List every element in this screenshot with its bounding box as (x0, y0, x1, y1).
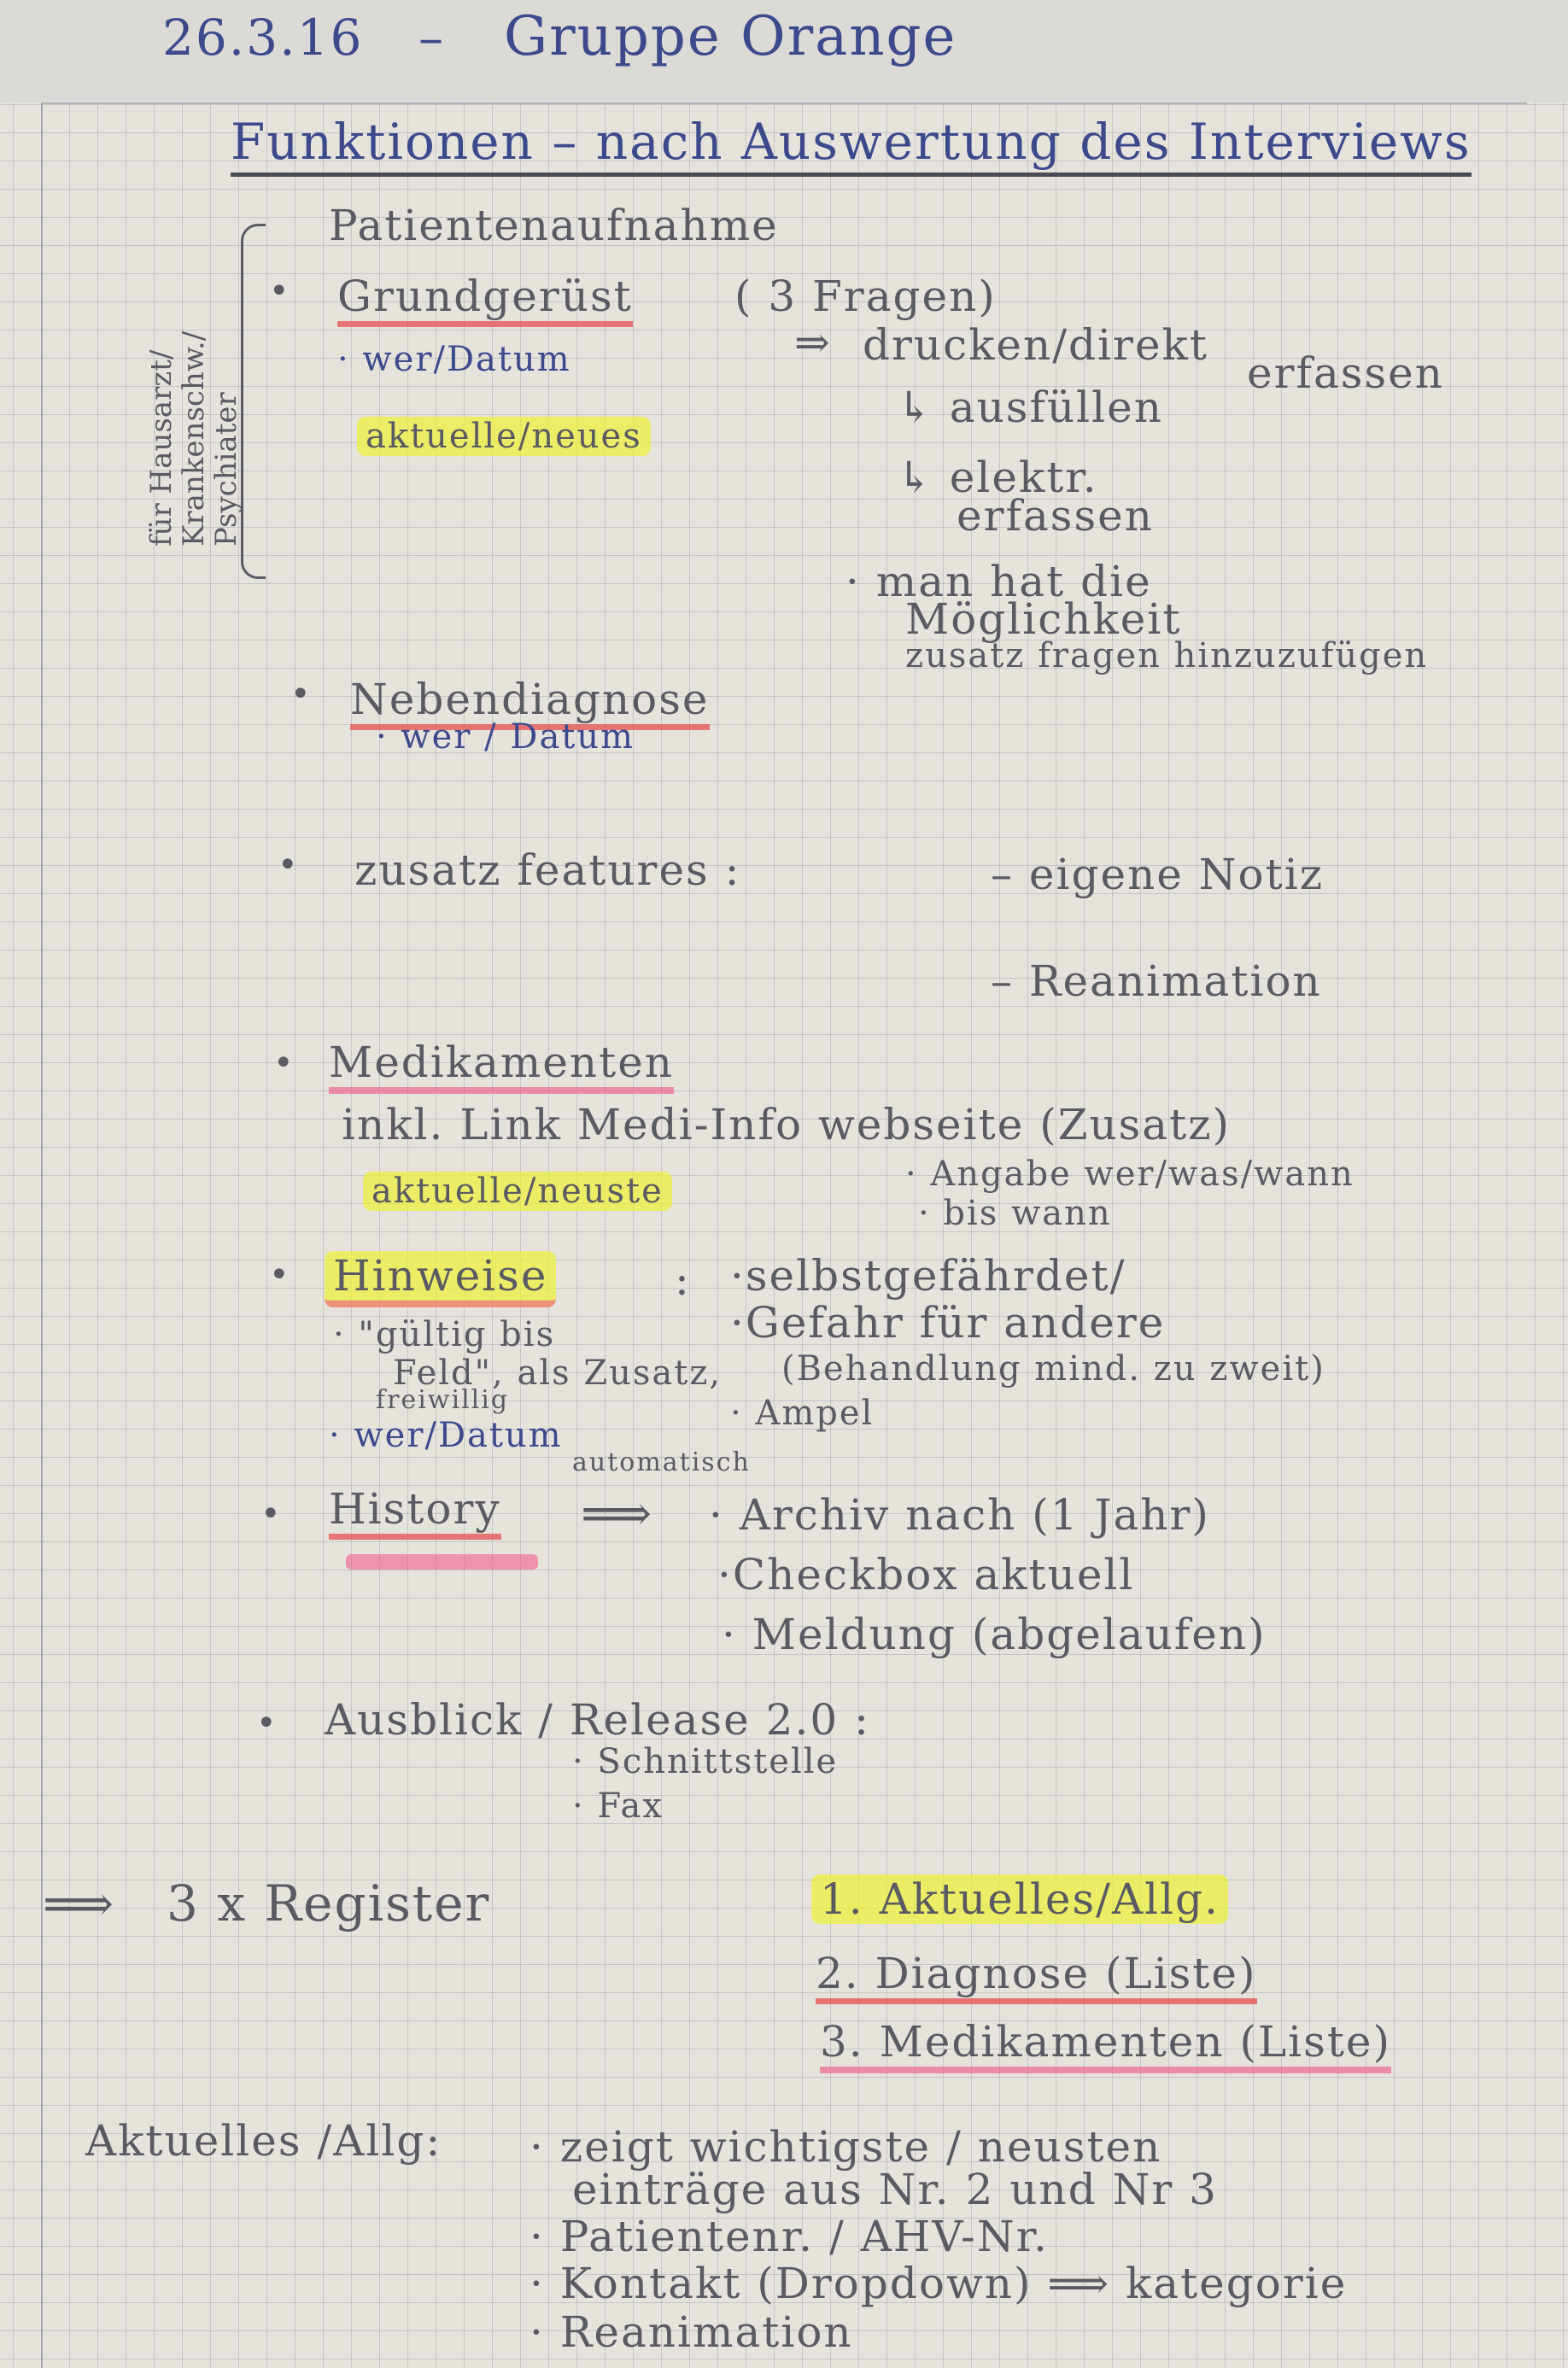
nebendiagnose-label: Nebendiagnose (350, 675, 710, 730)
zusatz-label: zusatz features : (354, 845, 741, 895)
arrow-icon: ⇒ (794, 318, 832, 367)
history-arrow-icon: ⟹ (581, 1484, 654, 1542)
medikamenten-note-1: · Angabe wer/was/wann (905, 1155, 1354, 1194)
medikamenten-label: Medikamenten (329, 1038, 674, 1094)
register-item-1: 1. Aktuelles/Allg. (811, 1874, 1228, 1924)
medikamenten-note-2: · bis wann (918, 1194, 1112, 1233)
nebendiagnose-sub: · wer / Datum (376, 717, 635, 757)
history-item-1: · Archiv nach (1 Jahr) (709, 1490, 1210, 1540)
history-label: History (329, 1484, 501, 1540)
grundgeruest-elektr: ↳ elektr. (897, 453, 1098, 502)
hinweise-item-4: · Ampel (730, 1394, 875, 1433)
history-highlight (346, 1554, 538, 1570)
grundgeruest-label: Grundgerüst (337, 272, 633, 327)
bullet: • (269, 272, 291, 311)
grundgeruest-arrow-text: drucken/direkt (863, 320, 1208, 370)
hinweise-left-1: · "gültig bis (333, 1315, 556, 1354)
hinweise-left-5: automatisch (572, 1447, 751, 1477)
medikamenten-highlight: aktuelle/neuste (363, 1172, 672, 1211)
grundgeruest-ausfuellen: ↳ ausfüllen (897, 383, 1163, 432)
hinweise-colon: : (675, 1255, 691, 1305)
aktuelles-item-1: · zeigt wichtigste / neusten (529, 2122, 1162, 2172)
grundgeruest-highlight: aktuelle/neues (357, 417, 651, 456)
page-title: Funktionen – nach Auswertung des Intervi… (231, 113, 1471, 177)
bullet: • (269, 1255, 291, 1295)
register-arrow-icon: ⟹ (43, 1874, 116, 1932)
hinweise-left-3: freiwillig (376, 1385, 510, 1415)
hinweise-left-2: Feld", als Zusatz, (393, 1354, 723, 1393)
header-dash: – (418, 9, 445, 67)
zusatz-item-1: – eigene Notiz (991, 850, 1325, 899)
history-item-2: ·Checkbox aktuell (717, 1550, 1135, 1599)
side-bracket (241, 224, 266, 579)
bullet: • (278, 845, 300, 885)
aktuelles-item-1b: einträge aus Nr. 2 und Nr 3 (572, 2165, 1218, 2214)
zusatz-item-2: – Reanimation (991, 956, 1322, 1006)
bullet: • (273, 1044, 295, 1083)
grid-border (41, 102, 1527, 2368)
grundgeruest-sub: · wer/Datum (337, 340, 571, 379)
page-header-area (0, 0, 1568, 102)
aktuelles-item-4: · Reanimation (529, 2307, 853, 2357)
register-item-3: 3. Medikamenten (Liste) (820, 2017, 1392, 2073)
bullet: • (256, 1704, 278, 1743)
bullet: • (260, 1494, 283, 1534)
hinweise-item-2: ·Gefahr für andere (730, 1298, 1166, 1348)
medikamenten-sub: inkl. Link Medi-Info webseite (Zusatz) (342, 1100, 1232, 1149)
register-item-2: 2. Diagnose (Liste) (816, 1949, 1257, 2004)
ausblick-item-2: · Fax (572, 1786, 664, 1826)
hinweise-item-3: (Behandlung mind. zu zweit) (781, 1349, 1325, 1389)
hinweise-label: Hinweise (325, 1251, 557, 1307)
grundgeruest-note-3: zusatz fragen hinzuzufügen (905, 636, 1429, 675)
aktuelles-item-2: · Patientenr. / AHV-Nr. (529, 2212, 1049, 2261)
grundgeruest-erfassen: erfassen (1247, 348, 1444, 398)
grundgeruest-paren: ( 3 Fragen) (734, 272, 997, 321)
patient-intake-heading: Patientenaufnahme (329, 201, 779, 250)
header-group: Gruppe Orange (504, 5, 957, 68)
header-date: 26.3.16 (162, 9, 364, 67)
ausblick-item-1: · Schnittstelle (572, 1742, 839, 1781)
aktuelles-item-3: · Kontakt (Dropdown) ⟹ kategorie (529, 2259, 1348, 2308)
grundgeruest-erfassen2: erfassen (957, 491, 1154, 541)
bullet: • (290, 675, 313, 714)
side-note: für Hausarzt/ Krankenschw./ Psychiater (144, 330, 243, 547)
grundgeruest-note-2: Möglichkeit (905, 594, 1182, 644)
grundgeruest-note-1: · man hat die (845, 557, 1152, 606)
hinweise-item-1: ·selbstgefährdet/ (730, 1251, 1126, 1301)
register-label: 3 x Register (167, 1874, 491, 1932)
ausblick-label: Ausblick / Release 2.0 : (325, 1695, 870, 1745)
hinweise-left-4: · wer/Datum (329, 1416, 563, 1455)
aktuelles-label: Aktuelles /Allg: (85, 2116, 442, 2166)
history-item-3: · Meldung (abgelaufen) (722, 1610, 1267, 1659)
